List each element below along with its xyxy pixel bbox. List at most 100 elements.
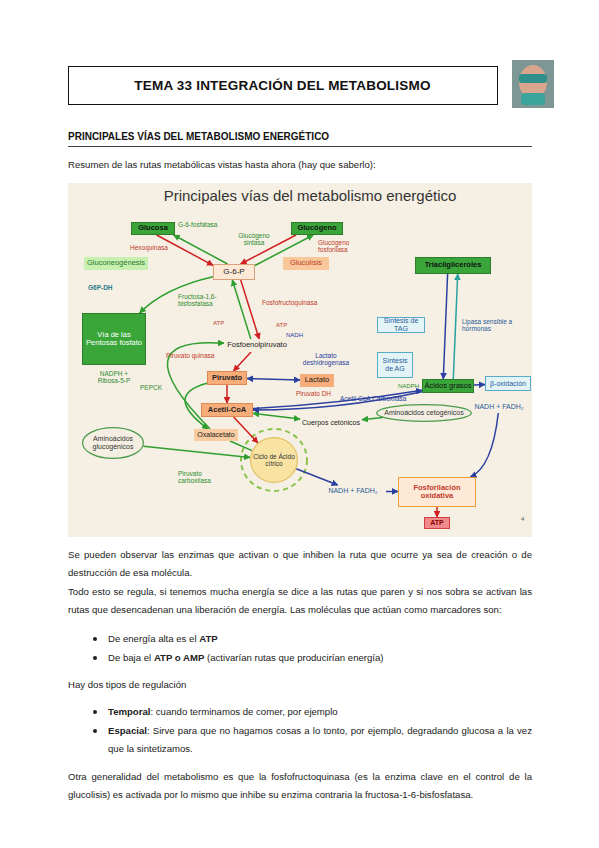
process-box: Ácidos grasos	[422, 379, 474, 393]
body-text: : Sirve para que no hagamos cosas a lo t…	[108, 725, 532, 754]
body-text: ATP	[199, 633, 217, 644]
heading-text: PRINCIPALES VÍAS DEL METABOLISMO ENERGÉT…	[68, 131, 532, 143]
diagram-label: ATP	[276, 322, 292, 329]
process-box: β-oxidación	[485, 376, 531, 391]
body-text: Se pueden observar las enzimas que activ…	[68, 549, 532, 578]
diagram-label: G6P-DH	[88, 284, 120, 291]
node-text: β-oxidación	[490, 380, 526, 388]
pathway-arrow	[386, 491, 398, 493]
body-text: : cuando terminamos de comer, por ejempl…	[150, 706, 337, 717]
pathway-arrow	[436, 507, 438, 517]
body-text: Temporal	[108, 706, 150, 717]
bullet-dot	[93, 637, 97, 641]
diagram-label: ATP	[213, 320, 229, 327]
paragraph: Hay dos tipos de regulación	[68, 676, 532, 694]
diagram-label: G-6-fosfatasa	[178, 221, 228, 228]
node-text: ATP	[430, 519, 443, 527]
node-text: Oxalacetato	[197, 431, 234, 439]
process-box: Fosfoenolpiruvato	[224, 339, 290, 352]
diagram-label: Lipasa sensible a hormonas	[462, 318, 526, 333]
photo-mask	[521, 93, 545, 105]
title-frame	[69, 67, 498, 105]
node-text: Glucolisis	[290, 259, 322, 267]
diagram-label: Piruvato DH	[296, 390, 338, 397]
process-box: Cuerpos cetónicos	[300, 417, 362, 429]
ellipse-node: Ciclo de Ácido cítrico	[250, 437, 298, 483]
page-title: TEMA 33 INTEGRACIÓN DEL METABOLISMO	[68, 66, 497, 104]
heading-text: Principales vías del metabolismo energét…	[110, 187, 510, 204]
body-text: Todo esto se regula, si tenemos mucha en…	[68, 586, 532, 615]
process-box: Glucolisis	[283, 257, 329, 270]
node-text: NADH + FADH₂	[328, 487, 377, 495]
pathway-arrow	[296, 469, 338, 485]
node-text: Aminoácidos glucogénicos	[83, 435, 143, 450]
ellipse-node: Aminoácidos glucogénicos	[82, 427, 144, 459]
pathway-arrow	[443, 274, 447, 379]
pathway-arrow	[474, 384, 485, 386]
diagram-label: Acetil-CoA Carboxilasa	[340, 395, 420, 402]
paragraph: Temporal: cuando terminamos de comer, po…	[108, 703, 532, 721]
process-box: Gluconeogénesis	[84, 257, 148, 270]
ellipse-shape	[377, 405, 472, 422]
node-text: Cuerpos cetónicos	[302, 419, 360, 427]
paragraph: De baja elATP o AMP(activarían rutas que…	[108, 649, 532, 667]
diagram-label: NADPH	[398, 383, 422, 390]
pathway-arrow	[230, 441, 252, 451]
node-text: Fosforilación oxidativa	[400, 484, 474, 501]
paragraph: Otra generalidad del metabolismo es que …	[68, 768, 532, 804]
process-box: Glucosa	[131, 222, 175, 235]
node-text: Glucógeno	[297, 224, 336, 232]
diagram-label: Hexoquinasa	[130, 244, 176, 251]
process-box: NADH + FADH₂	[468, 401, 530, 413]
process-box: Glucógeno	[291, 222, 343, 235]
body-text: De baja el	[108, 652, 151, 663]
diagram-label: Piruvato carboxilasa	[178, 470, 222, 485]
node-text: G-6-P	[223, 268, 244, 277]
process-box: Lactato	[300, 374, 334, 387]
pathway-arrow	[226, 385, 228, 403]
node-text: NADH + FADH₂	[474, 403, 523, 411]
author-photo	[512, 60, 554, 108]
node-text: Acetil-CoA	[208, 406, 246, 414]
node-text: Triacilgliceroles	[425, 261, 482, 269]
paragraph: Espacial: Sirve para que no hagamos cosa…	[108, 722, 532, 758]
heading-text: Resumen de las rutas metabólicas vistas …	[68, 159, 532, 170]
pathway-arrow	[253, 413, 300, 419]
node-text: Aminoácidos cetogénicos	[384, 409, 463, 417]
bullet-dot	[93, 729, 97, 733]
node-text: Síntesis de TAG	[379, 317, 423, 332]
process-box: Síntesis de TAG	[377, 317, 425, 333]
process-box: Piruvato	[207, 371, 247, 385]
paragraph: Todo esto se regula, si tenemos mucha en…	[68, 583, 532, 619]
diagram-label: Fructosa-1,6-bisfosfatasa	[178, 293, 232, 308]
process-box: ATP	[424, 517, 450, 529]
node-text: Lactato	[305, 376, 330, 384]
node-text: Glucosa	[138, 224, 168, 232]
diagram-label: Fosfofructoquinasa	[262, 299, 326, 306]
ellipse-node: Aminoácidos cetogénicos	[376, 404, 472, 422]
pathway-arrow	[234, 352, 252, 371]
pathway-arrow	[362, 418, 382, 420]
body-text: ATP o AMP	[154, 652, 204, 663]
diagram-label: Piruvato quinasa	[166, 352, 224, 359]
ellipse-shape	[83, 428, 144, 459]
body-text: Otra generalidad del metabolismo es que …	[68, 771, 532, 800]
node-text: Piruvato	[212, 374, 242, 382]
process-box: G-6-P	[213, 264, 255, 280]
pathway-arrow	[143, 446, 250, 457]
diagram-label: NADPH + Ribosa-5-P	[90, 370, 138, 385]
photo-bg	[512, 60, 554, 108]
process-box: Oxalacetato	[194, 429, 238, 441]
paragraph: De energía alta es elATP	[108, 630, 532, 648]
pathway-arrow	[247, 379, 300, 380]
ellipse-shape	[251, 438, 298, 483]
process-box: NADH + FADH₂	[320, 485, 386, 497]
diagram-label: 4	[521, 516, 529, 523]
node-text: Ciclo de Ácido cítrico	[251, 453, 297, 467]
node-text: Fosfoenolpiruvato	[227, 341, 287, 349]
diagram-label: PEPCK	[140, 384, 166, 391]
diagram-label: Lactato deshidrogenasa	[296, 352, 356, 367]
diagram-label: Glucógeno fosforilasa	[318, 239, 366, 254]
